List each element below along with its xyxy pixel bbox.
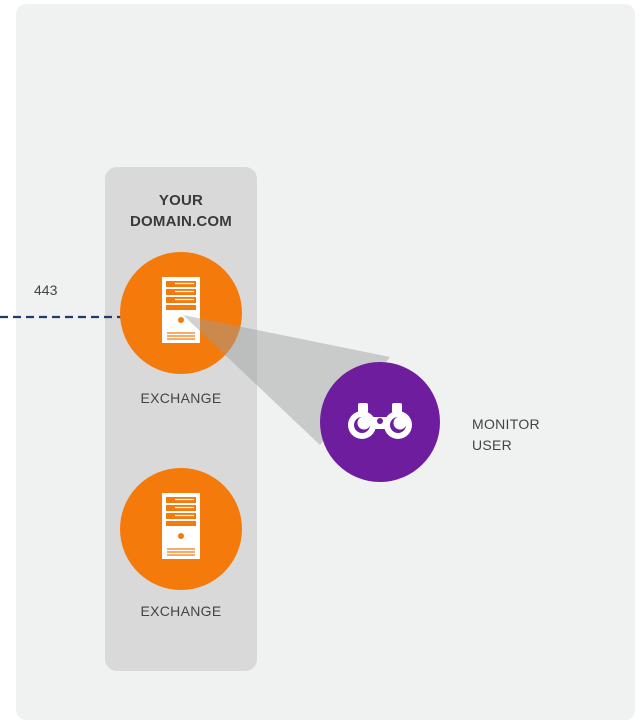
binoculars-icon: [348, 403, 412, 439]
domain-title-line1: YOUR: [158, 192, 204, 209]
exchange-node-2[interactable]: [120, 468, 242, 590]
monitor-user-node[interactable]: [320, 362, 440, 482]
exchange-node-1[interactable]: [120, 252, 242, 374]
monitor-label-line2: USER: [472, 437, 513, 453]
port-label: 443: [34, 282, 58, 298]
monitor-label-line1: MONITOR: [472, 416, 540, 432]
domain-title: YOUR DOMAIN.COM: [105, 190, 257, 232]
server-icon: [162, 493, 200, 559]
domain-title-line2: DOMAIN.COM: [130, 213, 232, 230]
exchange-node-2-label: EXCHANGE: [140, 603, 222, 619]
monitor-user-label: MONITOR USER: [472, 414, 540, 456]
exchange-node-1-label: EXCHANGE: [140, 390, 222, 406]
server-icon: [162, 277, 200, 343]
